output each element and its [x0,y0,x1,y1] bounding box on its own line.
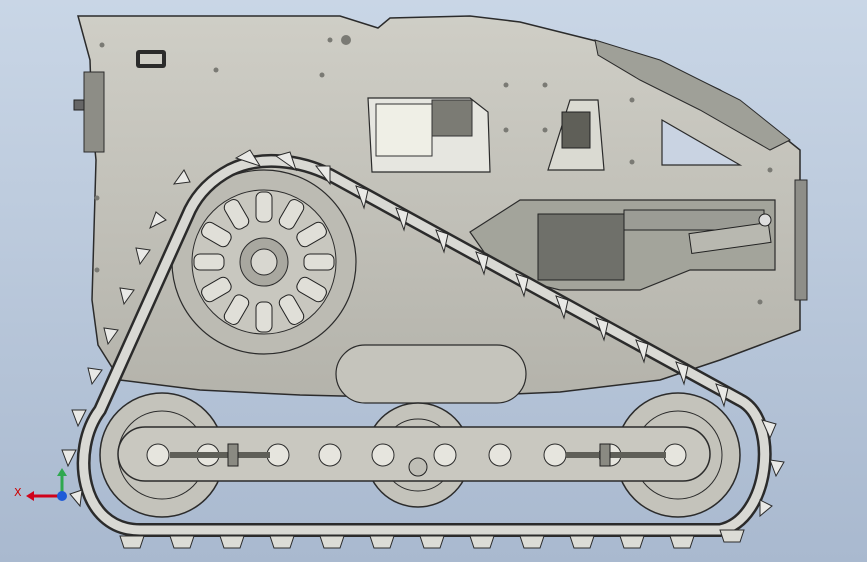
power-connector-face [140,54,162,64]
track-belt-inner [79,156,770,535]
y-axis-head [57,468,67,476]
track-tensioner-right [566,443,666,467]
chassis-slot [335,344,527,404]
actuator-bracket [688,221,772,255]
x-axis-head [26,491,34,501]
x-axis-label: X [14,486,22,499]
linear-actuator-body [537,213,625,281]
battery-box [375,103,433,157]
lower-frame-bar [117,426,711,482]
track-tensioner-left [170,443,270,467]
top-track-cleats [149,149,729,408]
right-track-cleats [759,419,785,518]
rear-end-cap [794,179,808,301]
coordinate-triad: X [14,468,67,501]
actuator-pivot [758,213,772,227]
drive-sprocket [171,169,357,355]
top-slope-plate [594,39,791,151]
battery-mount [431,99,473,137]
z-axis-dot [57,491,67,501]
left-track-cleats [61,247,151,508]
bottom-track-cleats [119,529,745,549]
panel-bolts [94,35,773,305]
center-axle-nut [408,457,428,477]
window-cutout-3 [661,118,743,166]
left-motor-block [83,71,105,153]
left-plug [73,99,85,111]
controller-box [561,111,591,149]
